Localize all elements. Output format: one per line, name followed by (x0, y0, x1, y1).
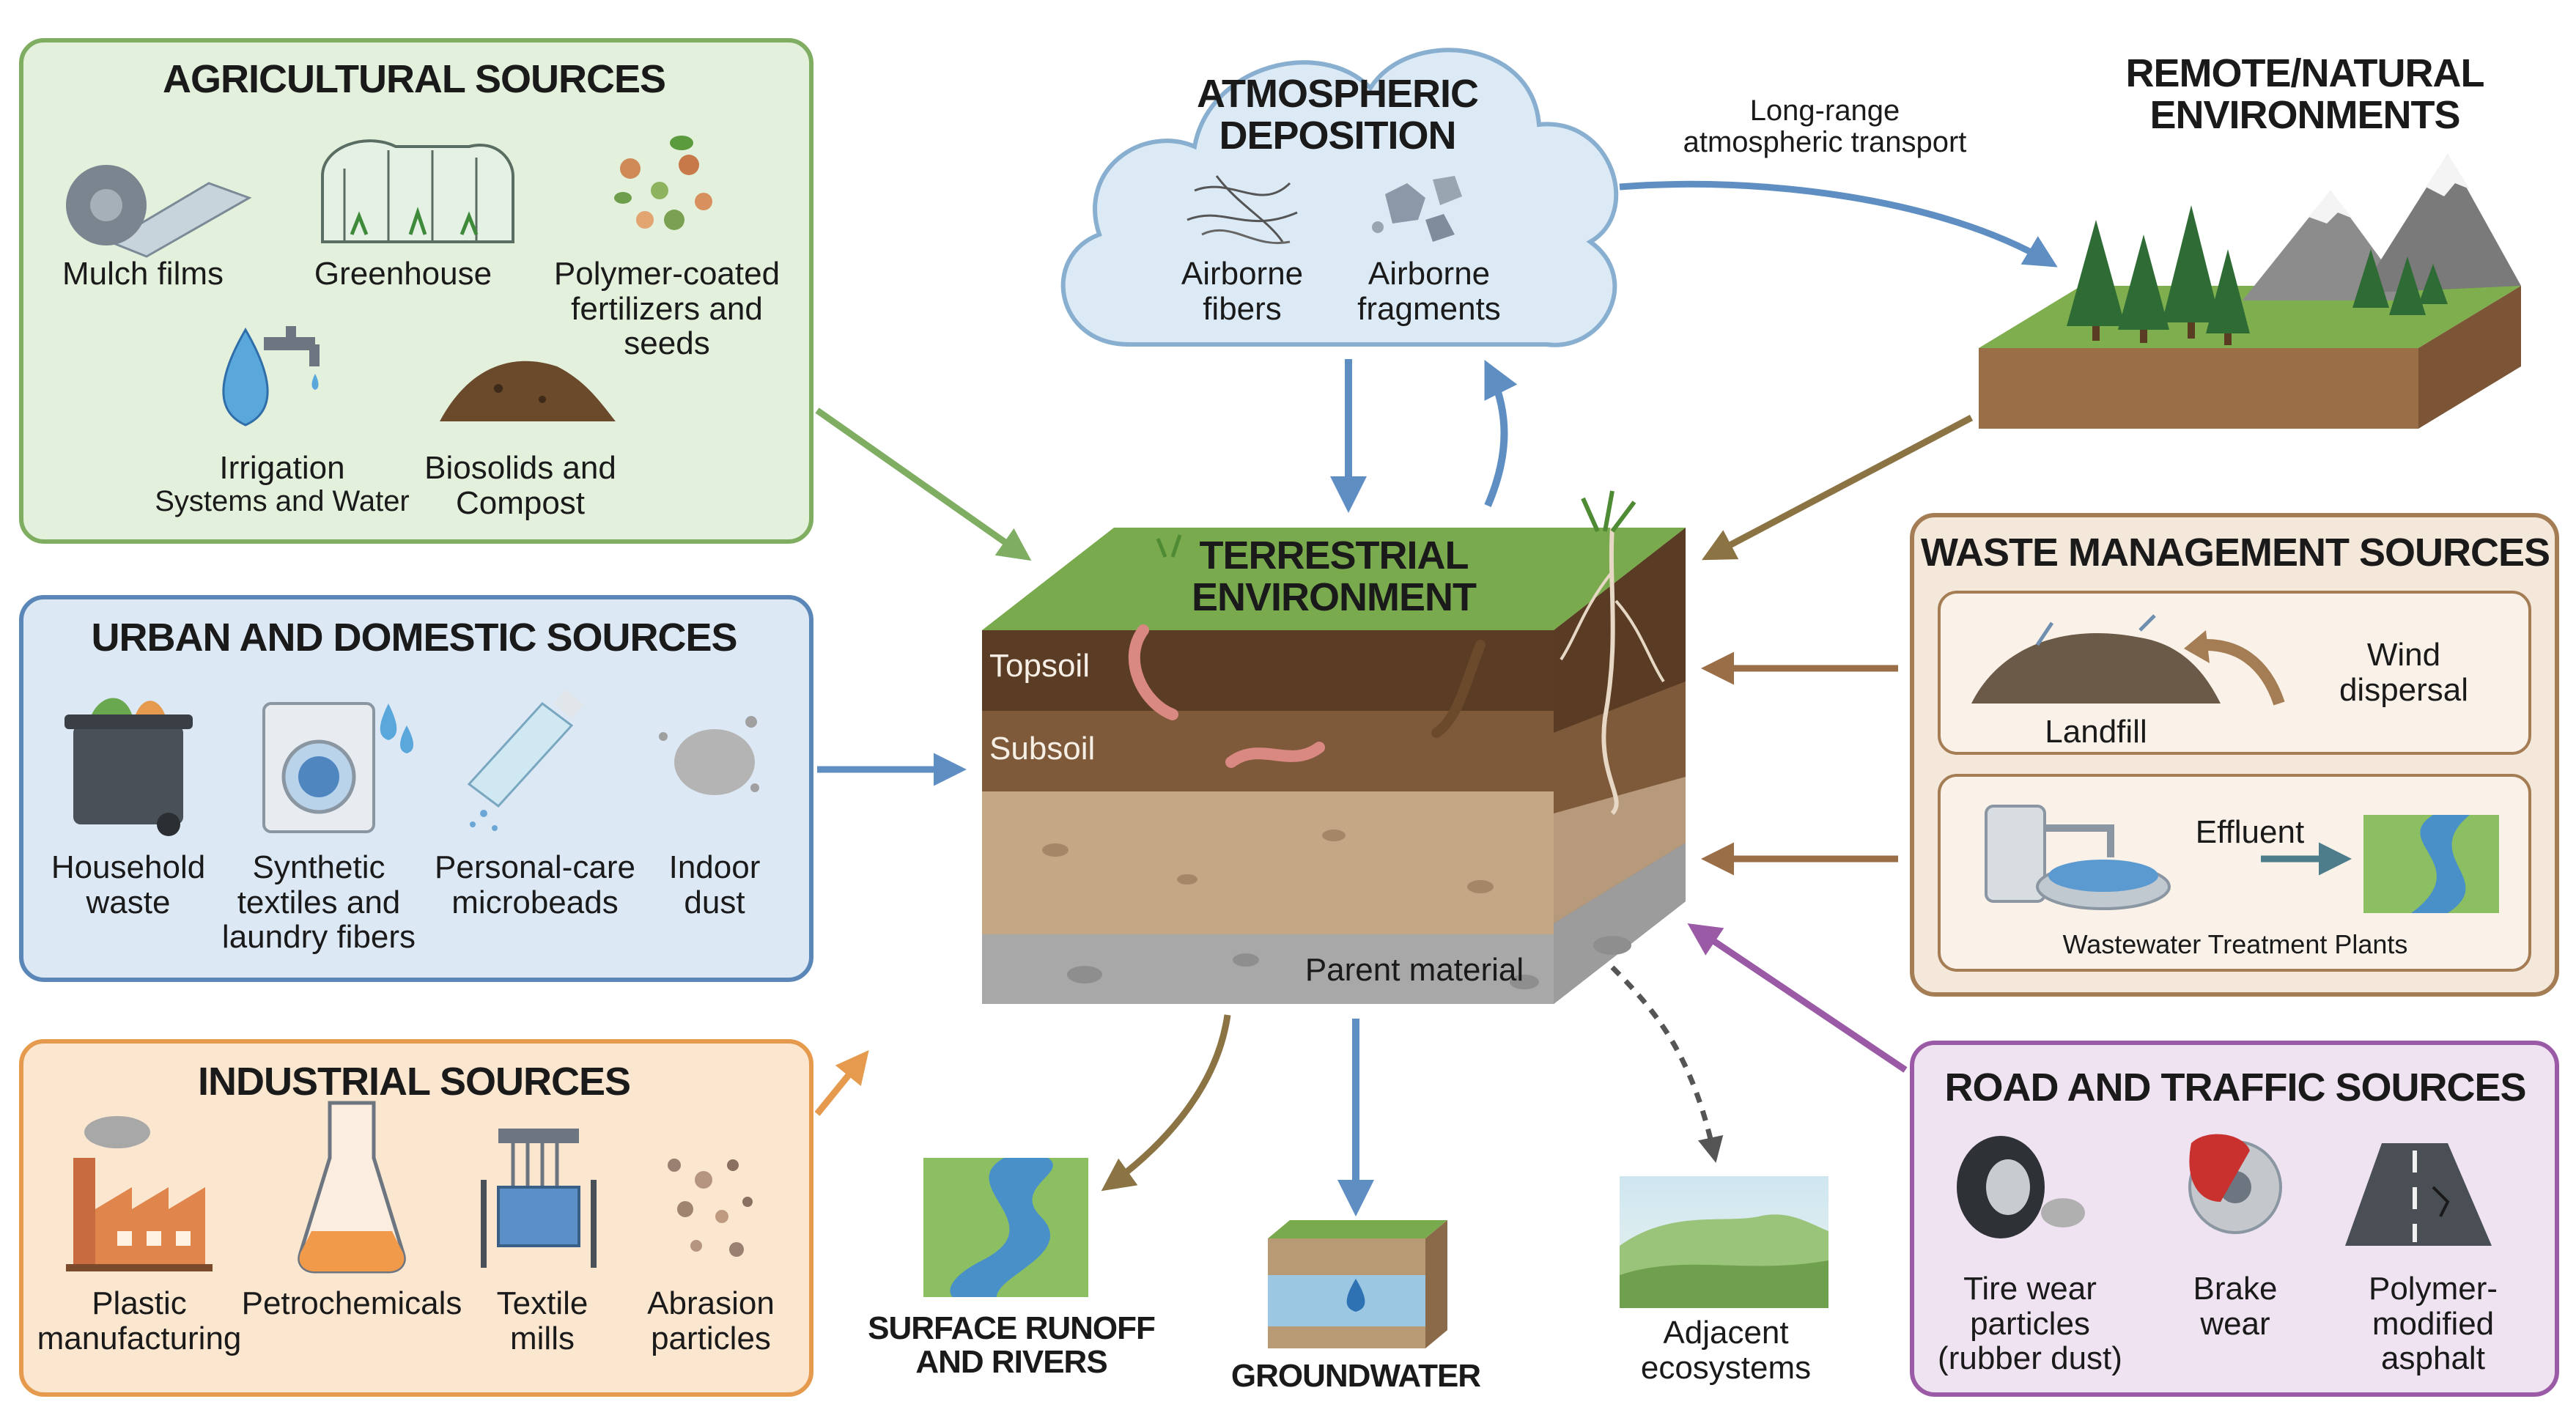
brake-disc-icon (2188, 1134, 2282, 1234)
wind-dispersal-label: Wind dispersal (2339, 637, 2469, 708)
personal-care-tube-icon (467, 689, 584, 831)
atmospheric-title: ATMOSPHERIC DEPOSITION (1196, 72, 1479, 158)
groundwater-tile (1268, 1220, 1447, 1348)
remote-natural-landscape (1979, 154, 2521, 429)
airborne-fibers-label: Airborne fibers (1181, 256, 1304, 327)
plastic-manufacturing-label: Plastic manufacturing (37, 1285, 242, 1356)
fertilizer-seeds-icon (614, 136, 712, 230)
washing-machine-icon (262, 702, 413, 833)
textile-mills-label: Textile mills (496, 1285, 588, 1356)
tire-wear-label: Tire wear particles (rubber dust) (1938, 1271, 2122, 1377)
subsoil-label: Subsoil (989, 731, 1096, 767)
household-waste-label: Household waste (51, 849, 206, 920)
abrasion-particles-icon (668, 1159, 753, 1257)
indoor-dust-icon (659, 716, 759, 795)
compost-icon (440, 361, 616, 421)
flask-icon (298, 1101, 406, 1274)
greenhouse-label: Greenhouse (314, 256, 492, 292)
agricultural-sources-panel (19, 38, 813, 544)
topsoil-label: Topsoil (989, 648, 1090, 684)
adjacent-ecosystems-label: Adjacent ecosystems (1640, 1315, 1812, 1386)
atmospheric-cloud (1060, 48, 1619, 347)
biosolids-label: Biosolids and Compost (424, 450, 616, 521)
remote-natural-title: REMOTE/NATURAL ENVIRONMENTS (2125, 51, 2485, 137)
road-title: ROAD AND TRAFFIC SOURCES (1944, 1066, 2527, 1109)
waste-title: WASTE MANAGEMENT SOURCES (1920, 531, 2550, 575)
brake-wear-label: Brake wear (2193, 1271, 2278, 1342)
parent-material-label: Parent material (1304, 952, 1524, 988)
effluent-label: Effluent (2195, 814, 2305, 850)
wastewater-plant-icon (1985, 805, 2499, 913)
textile-mill-icon (481, 1129, 597, 1268)
surface-runoff-title: SURFACE RUNOFF AND RIVERS (868, 1310, 1156, 1381)
river-tile (923, 1158, 1088, 1297)
terrestrial-soil-block (982, 490, 1686, 1004)
adjacent-ecosystem-tile (1620, 1176, 1828, 1308)
household-waste-icon (64, 698, 193, 836)
airborne-fragments-label: Airborne fragments (1357, 256, 1501, 327)
greenhouse-icon (321, 139, 514, 243)
tire-icon (1957, 1136, 2085, 1238)
polymer-asphalt-label: Polymer- modified asphalt (2368, 1271, 2498, 1377)
industrial-title: INDUSTRIAL SOURCES (197, 1060, 631, 1104)
irrigation-icon (222, 326, 320, 426)
asphalt-road-icon (2345, 1143, 2492, 1246)
landfill-icon (1971, 614, 2285, 706)
petrochemicals-label: Petrochemicals (241, 1285, 462, 1321)
mulch-films-label: Mulch films (62, 256, 224, 292)
urban-title: URBAN AND DOMESTIC SOURCES (91, 616, 737, 660)
abrasion-particles-label: Abrasion particles (647, 1285, 775, 1356)
terrestrial-title: TERRESTRIAL ENVIRONMENT (1191, 533, 1477, 619)
irrigation-label: Irrigation Systems and Water (155, 450, 410, 517)
groundwater-title: GROUNDWATER (1230, 1358, 1481, 1394)
long-range-transport-label: Long-range atmospheric transport (1683, 95, 1967, 159)
landfill-label: Landfill (2045, 714, 2147, 750)
synthetic-textiles-label: Synthetic textiles and laundry fibers (221, 849, 416, 956)
agricultural-title: AGRICULTURAL SOURCES (162, 57, 666, 101)
polymer-coated-label: Polymer-coated fertilizers and seeds (553, 256, 780, 362)
flow-arrows (814, 180, 2352, 1216)
personal-care-label: Personal-care microbeads (435, 849, 635, 920)
mulch-film-icon (66, 165, 252, 258)
indoor-dust-label: Indoor dust (668, 849, 761, 920)
wastewater-treatment-label: Wastewater Treatment Plants (2062, 929, 2408, 959)
factory-icon (66, 1116, 213, 1271)
